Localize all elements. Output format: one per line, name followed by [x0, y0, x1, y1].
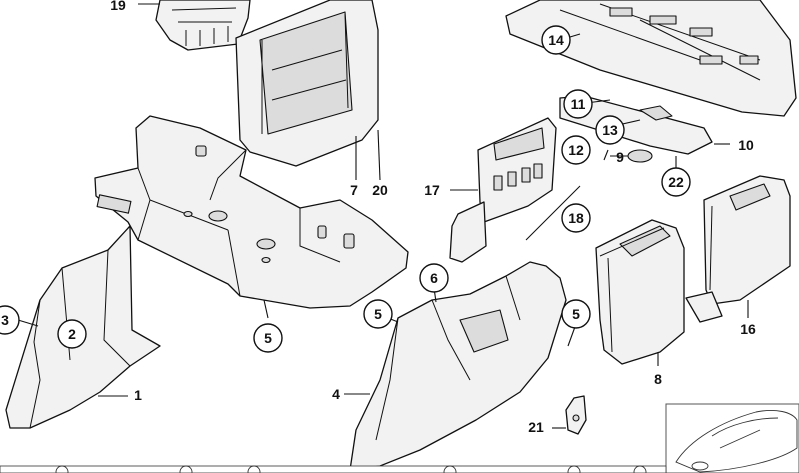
- callout-14-circle: [541, 25, 571, 55]
- callout-5a: 5: [264, 330, 272, 346]
- part-9-clip[interactable]: [627, 149, 653, 163]
- callout-11: 11: [571, 96, 586, 112]
- callout-2: 2: [68, 326, 76, 342]
- callout-22-circle: [661, 167, 691, 197]
- part-7-upright-panel[interactable]: [235, 0, 379, 167]
- callout-17: 17: [424, 182, 440, 198]
- callout-5c: 5: [572, 306, 580, 322]
- callout-12-circle: [561, 135, 591, 165]
- callout-18-circle: [561, 203, 591, 233]
- callout-2-circle: [57, 319, 87, 349]
- callout-21: 21: [528, 419, 544, 435]
- part-16-storage-bin[interactable]: [685, 175, 791, 323]
- part-17-bracket-panel[interactable]: [449, 117, 557, 263]
- callout-8: 8: [654, 371, 662, 387]
- part-21-small-bracket[interactable]: [565, 395, 587, 435]
- callout-18: 18: [568, 210, 584, 226]
- parts-strip: [0, 465, 667, 473]
- callout-20: 20: [372, 182, 388, 198]
- part-4-right-side-trim[interactable]: [349, 261, 567, 471]
- callout-16: 16: [740, 321, 756, 337]
- part-10-strip-bracket[interactable]: [559, 95, 713, 155]
- callout-9: 9: [616, 149, 624, 165]
- callout-13-circle: [595, 115, 625, 145]
- callout-4: 4: [332, 386, 340, 402]
- callout-11-circle: [563, 89, 593, 119]
- part-20-floor-tray[interactable]: [94, 115, 409, 309]
- callout-12: 12: [568, 142, 584, 158]
- callout-14: 14: [548, 32, 564, 48]
- callout-7: 7: [350, 182, 358, 198]
- callout-10: 10: [738, 137, 754, 153]
- part-14-parcel-shelf[interactable]: [505, 0, 797, 117]
- callout-5b: 5: [374, 306, 382, 322]
- callout-6: 6: [430, 270, 438, 286]
- callout-22: 22: [668, 174, 684, 190]
- callout-5a-circle: [253, 323, 283, 353]
- vehicle-thumbnail: [665, 403, 799, 473]
- callout-5b-circle: [363, 299, 393, 329]
- part-8-storage-bin[interactable]: [595, 219, 685, 365]
- callout-3: 3: [1, 312, 9, 328]
- callout-3-circle: [0, 305, 20, 335]
- part-19-storage-box[interactable]: [155, 0, 251, 51]
- callout-6-circle: [419, 263, 449, 293]
- callout-19: 19: [110, 0, 126, 13]
- callout-13: 13: [602, 122, 618, 138]
- callout-5c-circle: [561, 299, 591, 329]
- callout-1: 1: [134, 387, 142, 403]
